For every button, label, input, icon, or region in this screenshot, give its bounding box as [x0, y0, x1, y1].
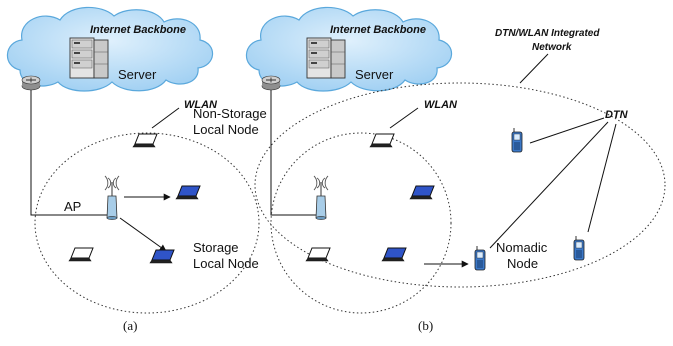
dtn-label: DTN	[605, 109, 629, 121]
laptop-blue-icon	[381, 247, 407, 262]
access-point-icon	[313, 175, 329, 221]
panel-b: Internet Backbone Server DTN/WLAN Integr…	[245, 6, 666, 333]
laptop-blue-icon	[409, 185, 435, 200]
wlan-coverage-ellipse	[270, 132, 452, 314]
storage-laptop-top-icon	[175, 185, 201, 200]
server-label: Server	[118, 67, 157, 82]
wlan-pointer-line	[151, 107, 180, 129]
router-icon	[261, 75, 281, 91]
wlan-pointer-line	[389, 107, 419, 129]
panel-a: Internet Backbone Server WLAN Non-Storag…	[6, 6, 267, 333]
non-storage-laptop-icon	[132, 133, 158, 148]
integrated-label-line1: DTN/WLAN Integrated	[495, 28, 600, 39]
nomadic-phone-icon	[474, 245, 486, 271]
integrated-pointer-line	[519, 53, 549, 84]
caption-b: (b)	[418, 318, 433, 333]
laptop-icon	[305, 247, 331, 262]
non-storage-label-line1: Non-Storage	[193, 106, 267, 121]
integrated-label-line2: Network	[532, 42, 572, 53]
laptop-icon	[369, 133, 395, 148]
server-label: Server	[355, 67, 394, 82]
dtn-phone-icon	[511, 127, 523, 153]
local-laptop-icon	[68, 247, 94, 262]
arrow-to-storage-bottom	[119, 217, 167, 252]
cloud-label: Internet Backbone	[90, 24, 186, 36]
wlan-label: WLAN	[424, 99, 458, 111]
nomadic-label-line2: Node	[507, 256, 538, 271]
integrated-network-ellipse	[254, 82, 666, 288]
storage-label-line1: Storage	[193, 240, 239, 255]
wlan-coverage-ellipse	[34, 132, 260, 314]
dtn-phone-icon	[573, 235, 585, 261]
caption-a: (a)	[123, 318, 137, 333]
router-icon	[21, 75, 41, 91]
server-icon	[306, 37, 346, 79]
access-point-icon	[104, 175, 120, 221]
cloud-label: Internet Backbone	[330, 24, 426, 36]
dtn-line-1	[529, 117, 605, 144]
server-icon	[69, 37, 109, 79]
wired-link	[30, 90, 112, 216]
storage-label-line2: Local Node	[193, 256, 259, 271]
dtn-line-3	[587, 123, 617, 233]
non-storage-label-line2: Local Node	[193, 122, 259, 137]
wired-link	[270, 90, 320, 216]
storage-laptop-bottom-icon	[149, 249, 175, 264]
wlan-label: WLAN	[184, 99, 218, 111]
dtn-line-2	[489, 121, 609, 249]
ap-label: AP	[64, 199, 81, 214]
nomadic-label-line1: Nomadic	[496, 240, 548, 255]
